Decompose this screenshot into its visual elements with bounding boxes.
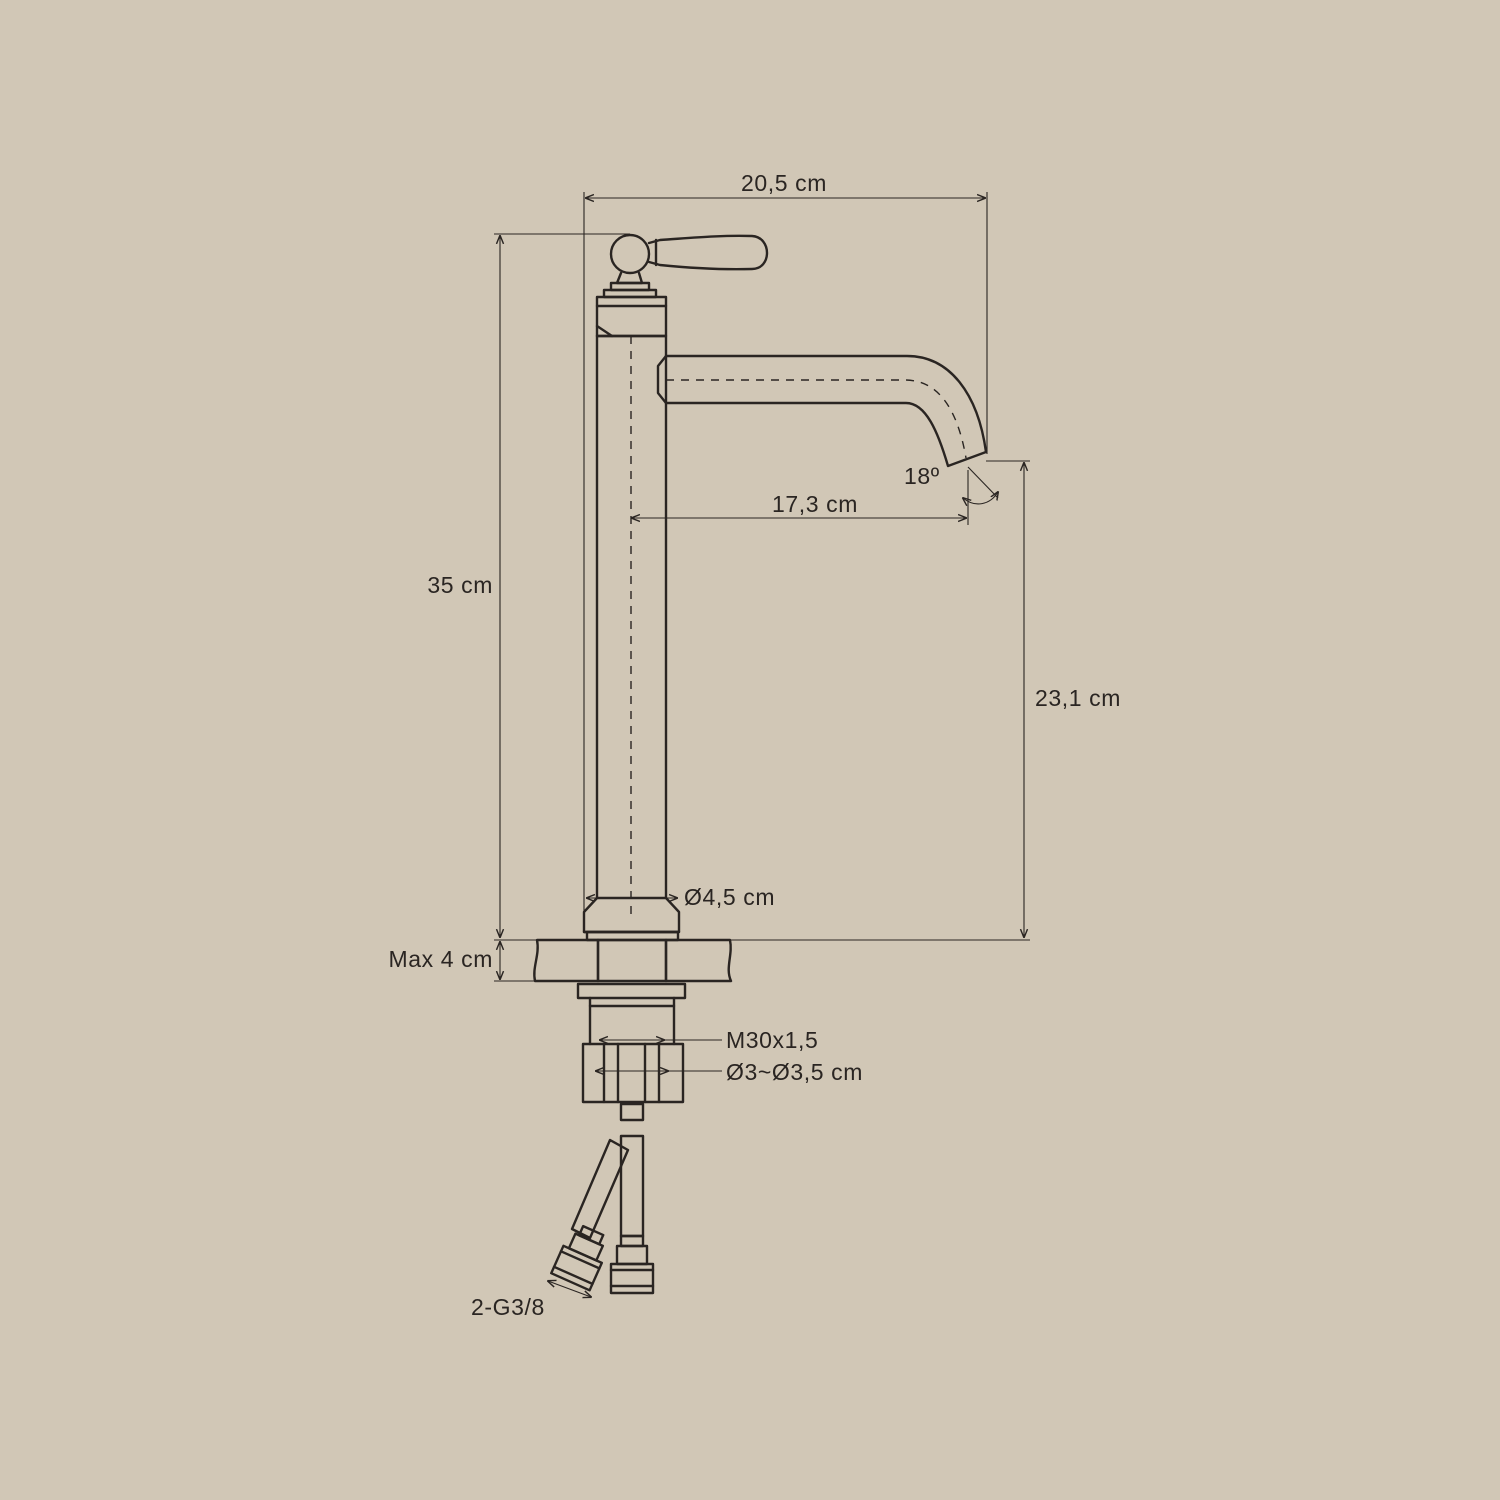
- height-label: 35 cm: [427, 572, 493, 598]
- dimension-lines: [494, 192, 1030, 1297]
- lever-handle: [609, 233, 769, 285]
- spout-centerline: [666, 379, 967, 459]
- hose-connection-label: 2-G3/8: [471, 1294, 545, 1320]
- body-diameter-label: Ø4,5 cm: [684, 884, 775, 910]
- mounting-shank: [576, 938, 687, 1104]
- spout-height-label: 23,1 cm: [1035, 685, 1121, 711]
- supply-hoses: [550, 1102, 655, 1295]
- faucet: [582, 233, 988, 942]
- cartridge-cap: [595, 281, 668, 338]
- hole-diameter-label: Ø3~Ø3,5 cm: [726, 1059, 863, 1085]
- overall-width-label: 20,5 cm: [741, 170, 827, 196]
- spout-angle-label: 18º: [904, 463, 940, 489]
- countertop-section: [533, 938, 733, 983]
- thread-label: M30x1,5: [726, 1027, 818, 1053]
- spout: [656, 354, 988, 468]
- spout-reach-label: 17,3 cm: [772, 491, 858, 517]
- max-countertop-label: Max 4 cm: [389, 946, 493, 972]
